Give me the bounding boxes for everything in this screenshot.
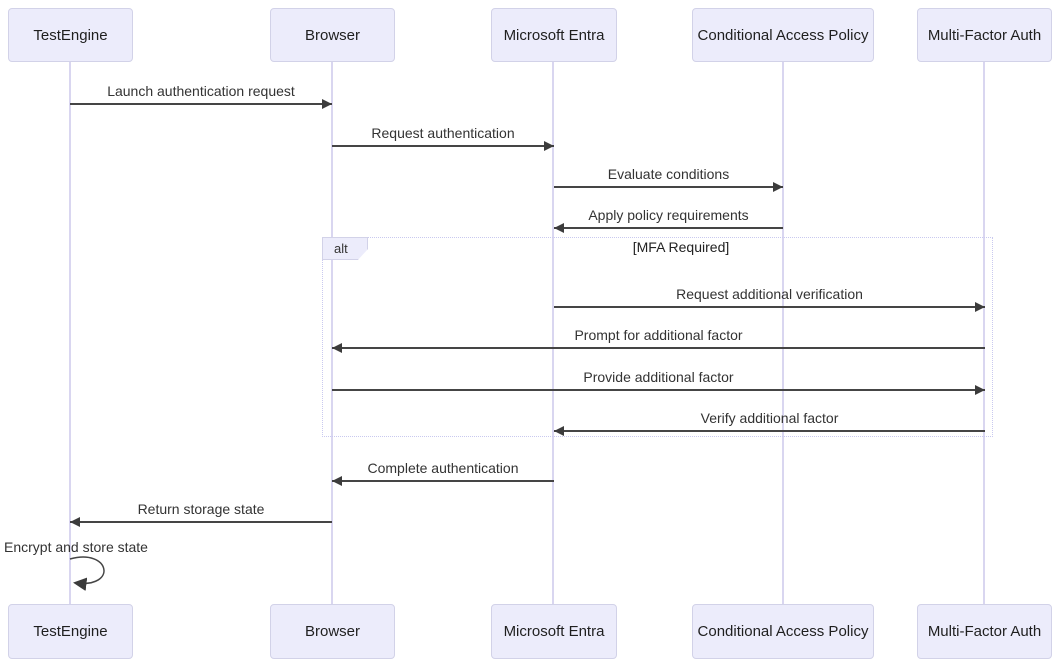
message-request-authentication: Request authentication: [332, 125, 554, 151]
lifeline-testengine: [69, 62, 71, 604]
actor-bottom-testengine: TestEngine: [8, 604, 133, 659]
message-return-storage-state: Return storage state: [70, 501, 332, 527]
message-label: Apply policy requirements: [588, 207, 749, 223]
actor-top-browser: Browser: [270, 8, 395, 62]
arrowhead-icon: [322, 99, 332, 109]
message-complete-authentication: Complete authentication: [332, 460, 554, 486]
arrowhead-icon: [544, 141, 554, 151]
arrowhead-icon: [332, 343, 342, 353]
message-label: Return storage state: [137, 501, 265, 517]
message-apply-policy-requirements: Apply policy requirements: [554, 207, 783, 233]
message-label: Prompt for additional factor: [574, 327, 743, 343]
actor-top-microsoft-entra: Microsoft Entra: [491, 8, 617, 62]
actor-top-conditional-access-policy: Conditional Access Policy: [692, 8, 874, 62]
lifeline-browser: [331, 62, 333, 604]
actor-bottom-browser: Browser: [270, 604, 395, 659]
message-label: Verify additional factor: [700, 410, 839, 426]
arrowhead-icon: [554, 223, 564, 233]
actor-bottom-microsoft-entra: Microsoft Entra: [491, 604, 617, 659]
arrowhead-icon: [70, 517, 80, 527]
message-label: Request authentication: [371, 125, 515, 141]
actor-top-multi-factor-auth: Multi-Factor Auth: [917, 8, 1052, 62]
message-launch-authentication-request: Launch authentication request: [70, 83, 332, 109]
self-message-label: Encrypt and store state: [4, 539, 148, 555]
actor-bottom-multi-factor-auth: Multi-Factor Auth: [917, 604, 1052, 659]
actor-bottom-conditional-access-policy: Conditional Access Policy: [692, 604, 874, 659]
actor-top-testengine: TestEngine: [8, 8, 133, 62]
alt-keyword-label: alt: [322, 237, 368, 260]
lifeline-conditional-access-policy: [782, 62, 784, 604]
arrowhead-icon: [975, 302, 985, 312]
message-label: Evaluate conditions: [607, 166, 730, 182]
message-label: Provide additional factor: [583, 369, 734, 385]
message-evaluate-conditions: Evaluate conditions: [554, 166, 783, 192]
arrowhead-icon: [332, 476, 342, 486]
arrowhead-icon: [975, 385, 985, 395]
message-request-additional-verification: Request additional verification: [554, 286, 985, 312]
arrowhead-icon: [773, 182, 783, 192]
message-prompt-for-additional-factor: Prompt for additional factor: [332, 327, 985, 353]
message-label: Request additional verification: [676, 286, 863, 302]
alt-condition-label: [MFA Required]: [632, 239, 730, 255]
message-verify-additional-factor: Verify additional factor: [554, 410, 985, 436]
message-label: Launch authentication request: [107, 83, 295, 99]
message-provide-additional-factor: Provide additional factor: [332, 369, 985, 395]
arrowhead-icon: [554, 426, 564, 436]
lifeline-multi-factor-auth: [983, 62, 985, 604]
message-label: Complete authentication: [367, 460, 519, 476]
alt-frame: [322, 237, 993, 437]
self-loop-arrow-icon: [69, 556, 105, 591]
lifeline-microsoft-entra: [552, 62, 554, 604]
